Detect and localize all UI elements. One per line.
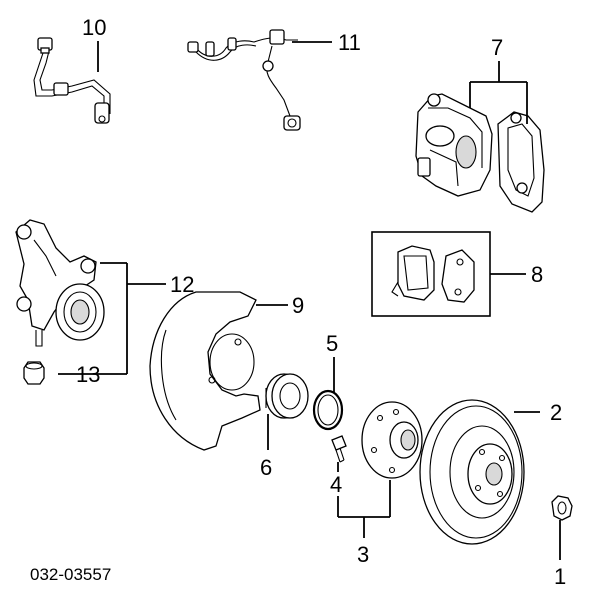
callout-8: 8: [531, 262, 543, 287]
callout-11: 11: [338, 30, 361, 55]
abs-sensor-drawing: [187, 29, 301, 131]
callout-10: 10: [82, 15, 106, 40]
callout-13: 13: [76, 362, 100, 387]
steering-knuckle-drawing: [15, 219, 105, 347]
callout-12: 12: [170, 272, 194, 297]
hub-bolt-drawing: [331, 435, 347, 463]
callout-6: 6: [260, 455, 272, 480]
hub-nut-drawing: [551, 495, 573, 521]
hub-drawing: [361, 401, 423, 479]
callout-5: 5: [326, 331, 338, 356]
leader-lines: [58, 41, 561, 560]
splash-shield-drawing: [149, 291, 261, 451]
snap-ring-drawing: [312, 389, 344, 431]
wheel-bearing-drawing: [265, 373, 309, 419]
callout-4: 4: [330, 472, 342, 497]
diagram-code: 032-03557: [30, 565, 111, 584]
callout-2: 2: [550, 400, 562, 425]
callout-labels: 10 11 7 8 12 9 5 13 2 6 4 3 1 032-03557: [30, 15, 566, 589]
knuckle-nut-drawing: [23, 361, 45, 385]
callout-1: 1: [554, 564, 566, 589]
callout-9: 9: [292, 293, 304, 318]
brake-pads-drawing: [371, 231, 491, 317]
brake-caliper-drawing: [415, 93, 545, 213]
callout-7: 7: [491, 35, 503, 60]
brake-hose-drawing: [33, 37, 111, 124]
brake-disc-drawing: [419, 399, 525, 545]
callout-3: 3: [357, 542, 369, 567]
